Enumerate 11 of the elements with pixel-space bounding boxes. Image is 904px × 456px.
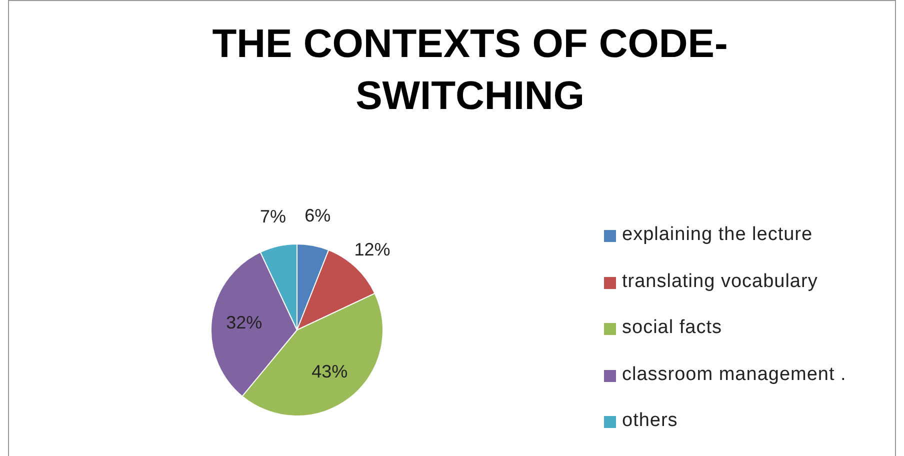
legend-label: classroom management . <box>622 364 846 386</box>
value-label: 32% <box>226 312 262 334</box>
legend-label: translating vocabulary <box>622 270 818 292</box>
value-label: 43% <box>312 362 348 383</box>
value-label: 12% <box>354 239 390 260</box>
legend-label: others <box>622 410 678 432</box>
legend-label: explaining the lecture <box>622 224 813 246</box>
value-label: 6% <box>304 205 331 226</box>
value-label: 7% <box>260 206 286 228</box>
chart-title: THE CONTEXTS OF CODE-SWITCHING <box>211 21 729 120</box>
legend-label: social facts <box>622 317 722 339</box>
